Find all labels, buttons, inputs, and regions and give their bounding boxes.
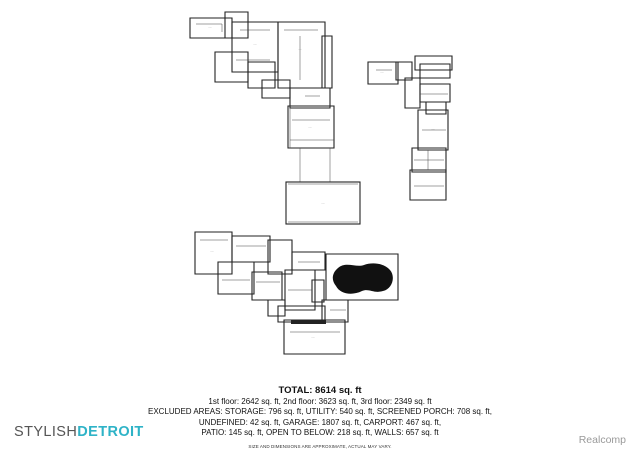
summary-line-excluded-3: PATIO: 145 sq. ft, OPEN TO BELOW: 218 sq… [130, 428, 510, 439]
summary-line-floors: 1st floor: 2642 sq. ft, 2nd floor: 3623 … [130, 397, 510, 408]
svg-text:·····: ····· [253, 43, 257, 46]
logo-part-detroit: DETROIT [77, 424, 143, 440]
stylish-detroit-logo: STYLISHDETROIT [14, 424, 144, 440]
floor-plan-right [368, 56, 452, 200]
svg-text:·····: ····· [308, 126, 312, 129]
svg-text:·····: ····· [380, 71, 384, 74]
floor-plan-upper-left [190, 12, 360, 224]
svg-text:·····: ····· [210, 250, 214, 253]
summary-line-excluded-1: EXCLUDED AREAS: STORAGE: 796 sq. ft, UTI… [130, 407, 510, 418]
floor-plans: ····· ····· ····· ····· ····· ····· ····… [0, 0, 640, 380]
svg-text:·····: ····· [431, 128, 435, 131]
total-area: TOTAL: 8614 sq. ft [130, 386, 510, 397]
realcomp-watermark: Realcomp [579, 434, 626, 446]
svg-text:·····: ····· [311, 336, 315, 339]
pool [333, 263, 393, 293]
disclaimer-note: SIZE AND DIMENSIONS ARE APPROXIMATE, ACT… [130, 442, 510, 452]
svg-text:·····: ····· [208, 26, 212, 29]
floor-plan-lower [195, 232, 398, 354]
summary-line-excluded-2: UNDEFINED: 42 sq. ft, GARAGE: 1807 sq. f… [130, 418, 510, 429]
logo-part-stylish: STYLISH [14, 424, 77, 440]
svg-text:·····: ····· [321, 202, 325, 205]
area-summary: TOTAL: 8614 sq. ft 1st floor: 2642 sq. f… [130, 386, 510, 452]
svg-text:·····: ····· [298, 48, 302, 51]
